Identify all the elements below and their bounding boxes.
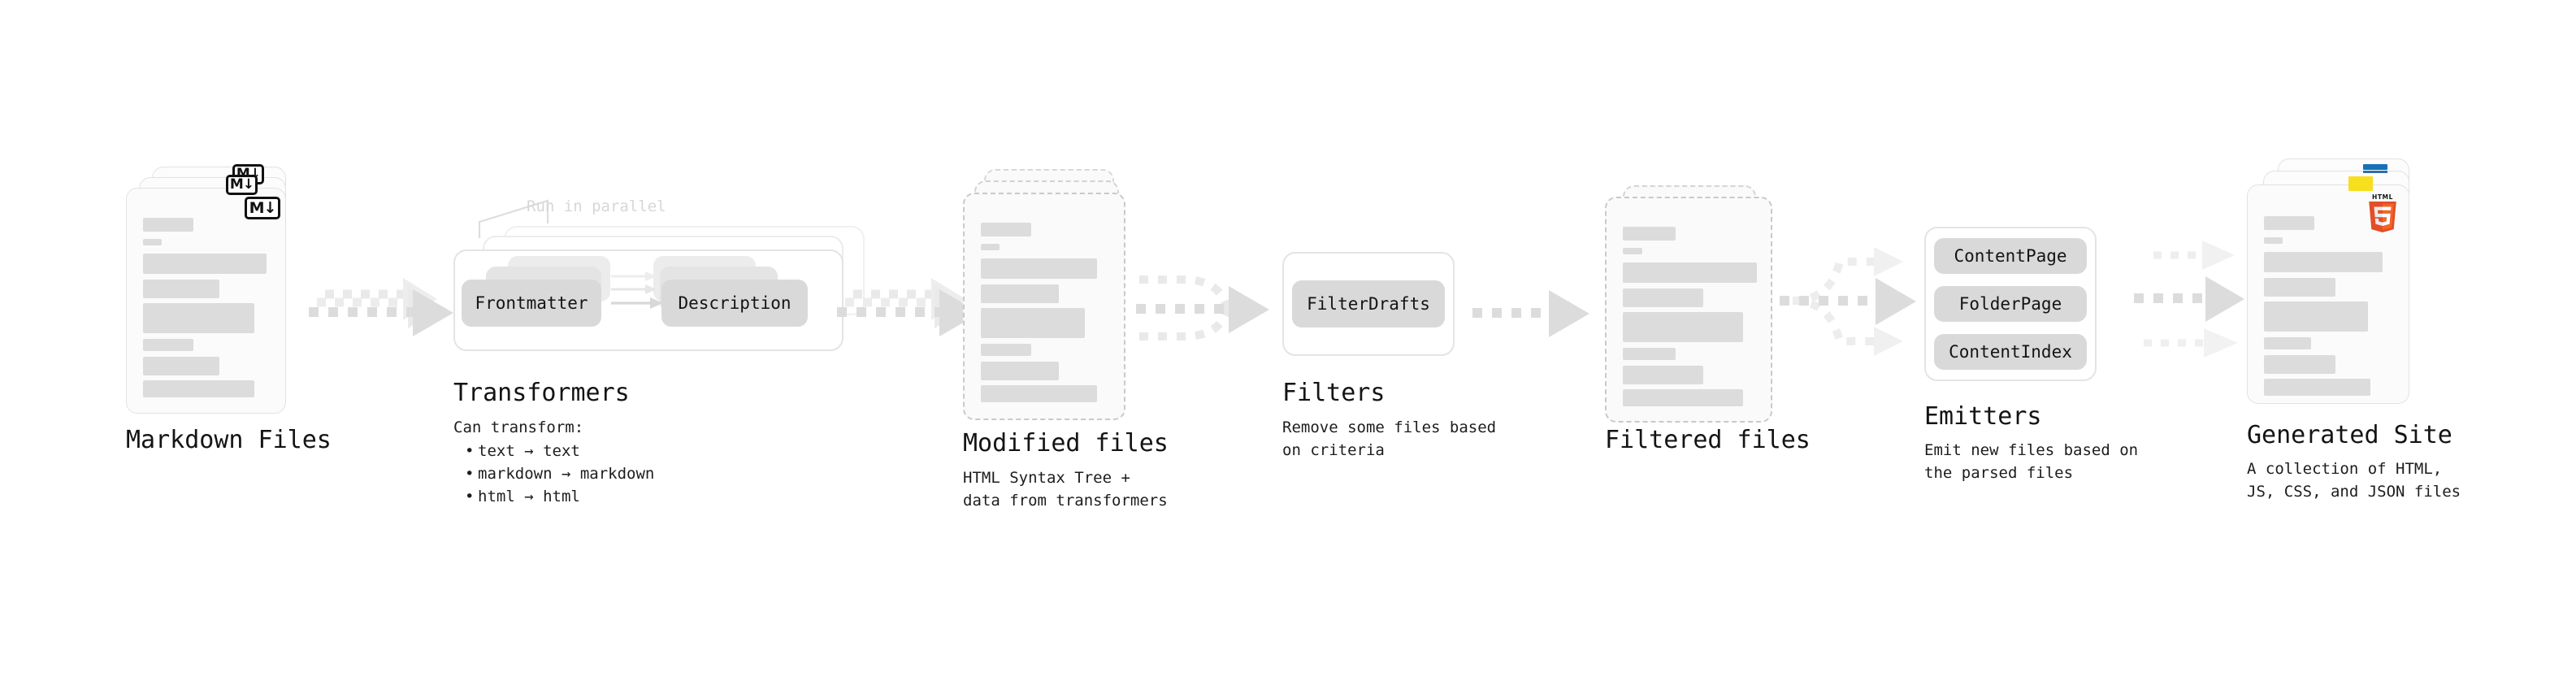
- run-in-parallel-bracket: [478, 199, 549, 238]
- doc-bar: [1623, 366, 1703, 384]
- transformer-internal-arrows: [611, 271, 663, 309]
- doc-bar: [2264, 252, 2383, 272]
- stage-title-emitters: Emitters: [1924, 402, 2042, 431]
- filtered-card-front: [1605, 197, 1772, 423]
- doc-bar: [143, 239, 162, 245]
- stage-title-markdown-files: Markdown Files: [126, 426, 332, 454]
- generated-site-card-stack: HTML: [2247, 158, 2434, 419]
- arrow-filtered-to-emitters-diverge: [1780, 247, 1916, 356]
- stage-title-filters: Filters: [1282, 379, 1386, 407]
- list-item: text → text: [465, 440, 654, 462]
- emitter-chip-folderpage[interactable]: FolderPage: [1934, 286, 2087, 322]
- stage-title-filtered-files: Filtered files: [1605, 426, 1811, 454]
- doc-bar: [2264, 337, 2311, 349]
- doc-bar: [2264, 301, 2368, 332]
- doc-bar: [981, 385, 1097, 402]
- js-icon: [2348, 176, 2373, 191]
- doc-bar: [981, 284, 1059, 303]
- doc-bar: [1623, 288, 1703, 307]
- doc-bar: [2264, 237, 2283, 244]
- doc-bar: [1623, 312, 1743, 342]
- doc-bar: [981, 244, 1000, 250]
- arrow-markdown-to-transformers: [309, 278, 453, 336]
- doc-bar: [1623, 348, 1676, 360]
- doc-bar: [1623, 389, 1743, 406]
- filtered-files-card-stack: [1605, 185, 1780, 429]
- transformers-capability-list: text → text markdown → markdown html → h…: [465, 440, 654, 508]
- doc-bar: [143, 357, 219, 375]
- arrow-transformers-to-modified: [837, 278, 980, 336]
- doc-bar: [143, 339, 193, 351]
- arrow-modified-to-filters-converge: [1136, 275, 1269, 340]
- emitter-chip-contentindex[interactable]: ContentIndex: [1934, 334, 2087, 370]
- filter-chip-filterdrafts[interactable]: FilterDrafts: [1292, 280, 1445, 327]
- emitter-chip-contentpage[interactable]: ContentPage: [1934, 238, 2087, 274]
- emitters-subtitle: Emit new files based on the parsed files: [1924, 441, 2139, 482]
- markdown-icon: M↓: [245, 197, 280, 219]
- markdown-card-front: [126, 188, 286, 414]
- doc-bar: [2264, 379, 2370, 396]
- filters-subtitle: Remove some files based on criteria: [1282, 419, 1497, 459]
- arrow-filters-to-filtered-files: [1472, 290, 1589, 337]
- stage-title-modified-files: Modified files: [963, 429, 1169, 458]
- modified-files-card-stack: [963, 169, 1138, 421]
- markdown-icon-back-1: M↓: [226, 175, 258, 195]
- doc-bar: [143, 280, 219, 298]
- list-item: html → html: [465, 485, 654, 508]
- doc-bar: [1623, 248, 1642, 254]
- transformer-chip-frontmatter[interactable]: Frontmatter: [462, 280, 601, 327]
- doc-bar: [143, 303, 254, 333]
- doc-bar: [2264, 355, 2335, 374]
- doc-bar: [981, 223, 1031, 236]
- transformers-subtitle: Can transform:: [453, 419, 584, 436]
- doc-bar: [143, 254, 267, 274]
- doc-bar: [143, 218, 193, 232]
- html5-icon: HTML: [2367, 193, 2398, 232]
- doc-bar: [143, 380, 254, 397]
- modified-files-subtitle: HTML Syntax Tree + data from transformer…: [963, 469, 1168, 510]
- doc-bar: [1623, 262, 1757, 283]
- modified-card-front: [963, 193, 1125, 420]
- doc-bar: [1623, 227, 1676, 241]
- doc-bar: [2264, 216, 2314, 230]
- transformer-chip-description[interactable]: Description: [661, 280, 808, 327]
- doc-bar: [981, 258, 1097, 279]
- doc-bar: [981, 362, 1059, 380]
- generated-card-front-html: [2247, 184, 2409, 404]
- css-icon: [2363, 164, 2387, 174]
- arrow-emitters-to-generated-site: [2134, 241, 2244, 358]
- generated-site-subtitle: A collection of HTML, JS, CSS, and JSON …: [2247, 460, 2461, 501]
- doc-bar: [981, 308, 1085, 338]
- doc-bar: [2264, 278, 2335, 297]
- list-item: markdown → markdown: [465, 462, 654, 485]
- run-in-parallel-label: Run in parallel: [527, 197, 666, 215]
- html5-icon-wordmark: HTML: [2371, 193, 2394, 201]
- stage-title-generated-site: Generated Site: [2247, 421, 2452, 449]
- stage-title-transformers: Transformers: [453, 379, 630, 407]
- doc-bar: [981, 344, 1031, 356]
- markdown-files-card-stack: M↓ M↓ M↓: [126, 164, 301, 419]
